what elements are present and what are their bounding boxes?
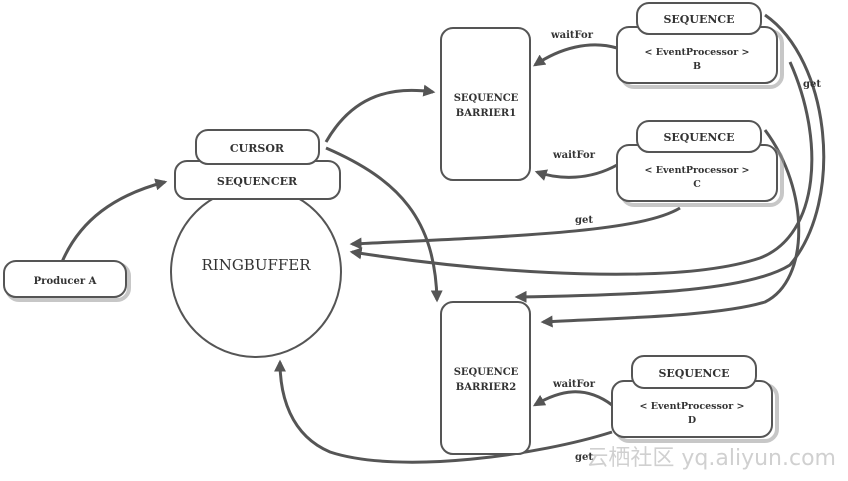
cursor: CURSOR (195, 129, 320, 165)
processor-b-name: < EventProcessor > (645, 47, 750, 58)
arrow-seq-b-to-barrier2 (514, 13, 826, 303)
sequence-barrier-1: SEQUENCE BARRIER1 (440, 27, 531, 181)
arrow-waitfor-d (532, 390, 613, 407)
processor-d-sequence: SEQUENCE (658, 367, 729, 380)
arrow-cursor-to-barrier2 (325, 146, 443, 303)
edges (60, 13, 826, 464)
arrow-cursor-to-barrier1 (324, 84, 436, 143)
label-waitfor-d: waitFor (552, 379, 596, 390)
arrow-seq-c-to-barrier2 (540, 129, 801, 328)
label-get-b: get (803, 79, 821, 90)
barrier2-line2: BARRIER2 (456, 382, 516, 393)
sequencer-label: SEQUENCER (217, 175, 298, 188)
arrow-waitfor-c (534, 163, 618, 181)
ringbuffer: RINGBUFFER (170, 186, 342, 358)
label-waitfor-c: waitFor (552, 150, 596, 161)
cursor-label: CURSOR (230, 142, 285, 155)
arrow-get-b (349, 61, 814, 276)
label-get-c: get (575, 215, 593, 226)
arrow-get-c (349, 206, 681, 250)
label-get-d: get (575, 452, 593, 463)
sequence-barrier-2: SEQUENCE BARRIER2 (440, 301, 531, 455)
barrier1-line2: BARRIER1 (456, 108, 516, 119)
sequencer: SEQUENCER (174, 160, 341, 200)
processor-c-sequence: SEQUENCE (663, 131, 734, 144)
event-processor-d: < EventProcessor > D SEQUENCE (611, 355, 779, 443)
processor-d-name: < EventProcessor > (640, 401, 745, 412)
processor-c-id: C (693, 179, 701, 190)
event-processor-b: < EventProcessor > B SEQUENCE (616, 2, 784, 89)
arrow-producer-to-sequencer (60, 178, 168, 263)
processor-d-id: D (688, 415, 696, 426)
ringbuffer-label: RINGBUFFER (201, 256, 311, 274)
label-waitfor-b: waitFor (550, 30, 594, 41)
barrier2-line1: SEQUENCE (454, 367, 519, 378)
arrow-get-d (274, 359, 613, 464)
barrier1-line1: SEQUENCE (454, 93, 519, 104)
producer-label: Producer A (34, 276, 97, 287)
processor-b-sequence: SEQUENCE (663, 13, 734, 26)
arrow-waitfor-b (533, 43, 618, 67)
processor-c-name: < EventProcessor > (645, 165, 750, 176)
watermark: 云栖社区 yq.aliyun.com (586, 446, 836, 471)
processor-b-id: B (693, 61, 701, 72)
event-processor-c: < EventProcessor > C SEQUENCE (616, 120, 784, 207)
producer-a: Producer A (3, 260, 131, 302)
